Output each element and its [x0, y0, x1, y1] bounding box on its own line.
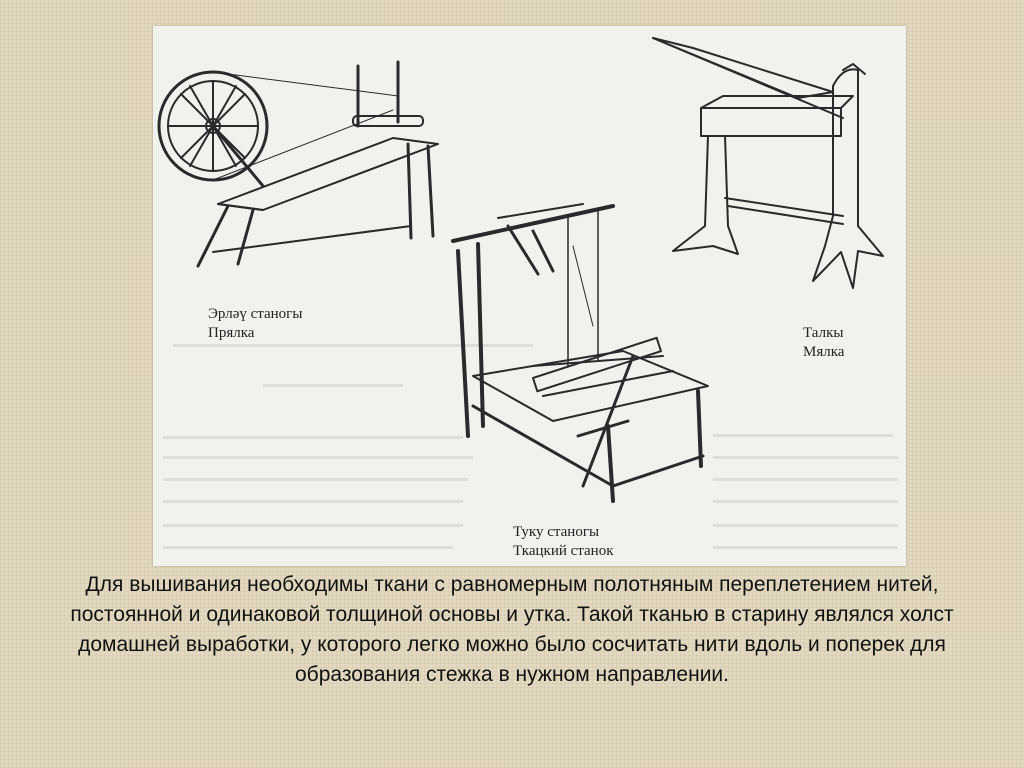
spinning-wheel-caption: Эрләү станогы Прялка: [208, 305, 302, 343]
slide-body-text: Для вышивания необходимы ткани с равноме…: [70, 573, 954, 686]
bleed-through-line: [163, 546, 453, 549]
flax-brake-caption: Талкы Мялка: [803, 324, 844, 362]
spinning-wheel-caption-tatar: Эрләү станогы: [208, 306, 303, 322]
bleed-through-line: [163, 436, 463, 439]
bleed-through-line: [163, 456, 473, 459]
spinning-wheel-drawing: [157, 60, 439, 268]
flax-brake-drawing: [652, 37, 884, 289]
loom-caption-tatar: Туку станогы: [513, 524, 600, 540]
bleed-through-line: [713, 456, 898, 459]
illustration-panel: Эрләү станогы Прялка Талкы Мялка Туку ст…: [153, 26, 906, 566]
bleed-through-line: [163, 500, 463, 503]
loom-caption-russian: Ткацкий станок: [513, 543, 614, 559]
loom-drawing: [451, 203, 709, 503]
flax-brake-caption-russian: Мялка: [803, 344, 845, 360]
bleed-through-line: [713, 500, 898, 503]
bleed-through-line: [713, 478, 898, 481]
spinning-wheel-caption-russian: Прялка: [208, 325, 255, 341]
bleed-through-line: [713, 434, 893, 437]
loom-caption: Туку станогы Ткацкий станок: [513, 523, 614, 561]
bleed-through-line: [163, 478, 468, 481]
bleed-through-line: [713, 524, 898, 527]
bleed-through-line: [173, 344, 533, 347]
flax-brake-caption-tatar: Талкы: [803, 325, 844, 341]
bleed-through-line: [713, 546, 898, 549]
bleed-through-line: [263, 384, 403, 387]
illustration-drawings: [157, 37, 884, 503]
bleed-through-line: [163, 524, 463, 527]
